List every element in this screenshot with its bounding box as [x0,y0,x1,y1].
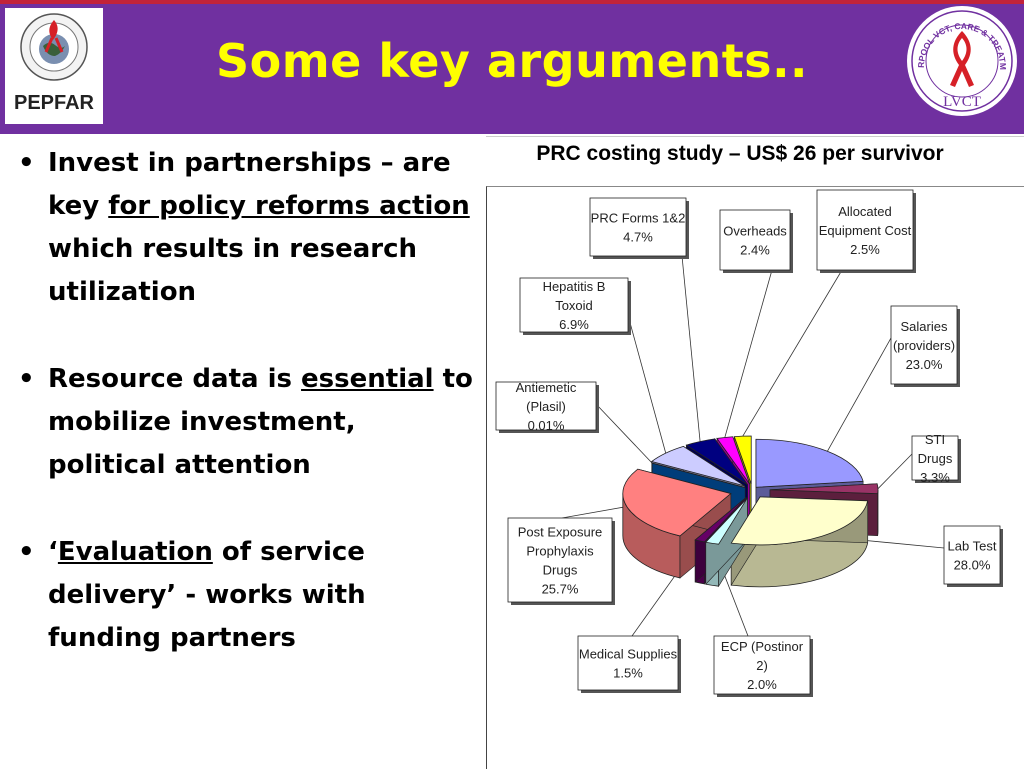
slice-value-label: 4.7% [623,230,653,245]
slice-name-label: 2) [756,658,768,673]
leader-line [878,454,912,489]
data-label: Antiemetic (Plasil) 0.01% [496,380,599,433]
slice-name-label: PRC Forms 1&2 [591,211,686,226]
slice-name-label: Prophylaxis [526,544,594,559]
data-label: Lab Test 28.0% [944,526,1003,587]
slice-value-label: 23.0% [906,357,943,372]
bullet-dot-icon: • [18,142,35,185]
leader-line [682,256,700,442]
bullet-partnerships: •Invest in partnerships – are key for po… [18,142,478,314]
bullet-dot-icon: • [18,358,35,401]
slice-name-label: Allocated [838,204,891,219]
data-label: Hepatitis B Toxoid 6.9% [520,278,631,335]
leader-line [827,338,891,451]
slice-name-label: Overheads [723,224,787,239]
data-label: PRC Forms 1&2 4.7% [590,198,689,259]
argument-list: •Invest in partnerships – are key for po… [18,140,478,660]
data-label: Medical Supplies 1.5% [578,636,681,693]
slice-value-label: 25.7% [542,582,579,597]
bullet-dot-icon: • [18,531,35,574]
lvct-name: LVCT [943,94,981,110]
data-label: Overheads 2.4% [720,210,793,273]
cost-pie-chart: Salaries (providers) 23.0% STI Drugs 3.3% Lab … [486,186,1024,768]
slice-name-label: Equipment Cost [819,223,912,238]
slice-value-label: 2.5% [850,242,880,257]
slice-value-label: 2.4% [740,243,770,258]
slice-name-label: STI [925,432,945,447]
slice-name-label: ECP (Postinor [721,639,804,654]
slice-name-label: Lab Test [948,539,997,554]
slice-value-label: 0.01% [528,418,565,433]
slice-value-label: 28.0% [954,558,991,573]
leader-line [596,404,652,463]
slice-name-label: Salaries [901,319,948,334]
slice-name-label: Toxoid [555,298,593,313]
leader-line [725,270,772,437]
leader-line [743,270,842,436]
lvct-logo: LIVERPOOL VCT, CARE & TREATMENT LVCT [906,5,1018,117]
data-label: ECP (Postinor 2) 2.0% [714,636,813,697]
data-label: Salaries (providers) 23.0% [891,306,960,387]
slice-name-label: Drugs [543,563,578,578]
slice-value-label: 6.9% [559,317,589,332]
slice-value-label: 2.0% [747,677,777,692]
slice-value-label: 3.3% [920,470,950,485]
slice-name-label: Drugs [918,451,953,466]
chart-divider [486,136,1024,137]
leader-line [626,308,666,453]
bullet-resource-data: •Resource data is essential to mobilize … [18,358,478,487]
chart-title: PRC costing study – US$ 26 per survivor [490,142,990,166]
pie-slice-salaries-providers- [756,439,863,487]
data-label: STI Drugs 3.3% [912,432,961,485]
slice-name-label: Hepatitis B [543,279,606,294]
slice-name-label: Post Exposure [518,525,603,540]
slice-name-label: Antiemetic [516,380,577,395]
slice-value-label: 1.5% [613,666,643,681]
slice-name-label: Medical Supplies [579,647,678,662]
slide-title: Some key arguments.. [0,34,1024,88]
pepfar-name: PEPFAR [5,92,103,115]
slice-name-label: (providers) [893,338,955,353]
bullet-evaluation: •‘Evaluation of service delivery’ - work… [18,531,478,660]
leader-line [562,507,627,518]
slice-name-label: (Plasil) [526,399,566,414]
